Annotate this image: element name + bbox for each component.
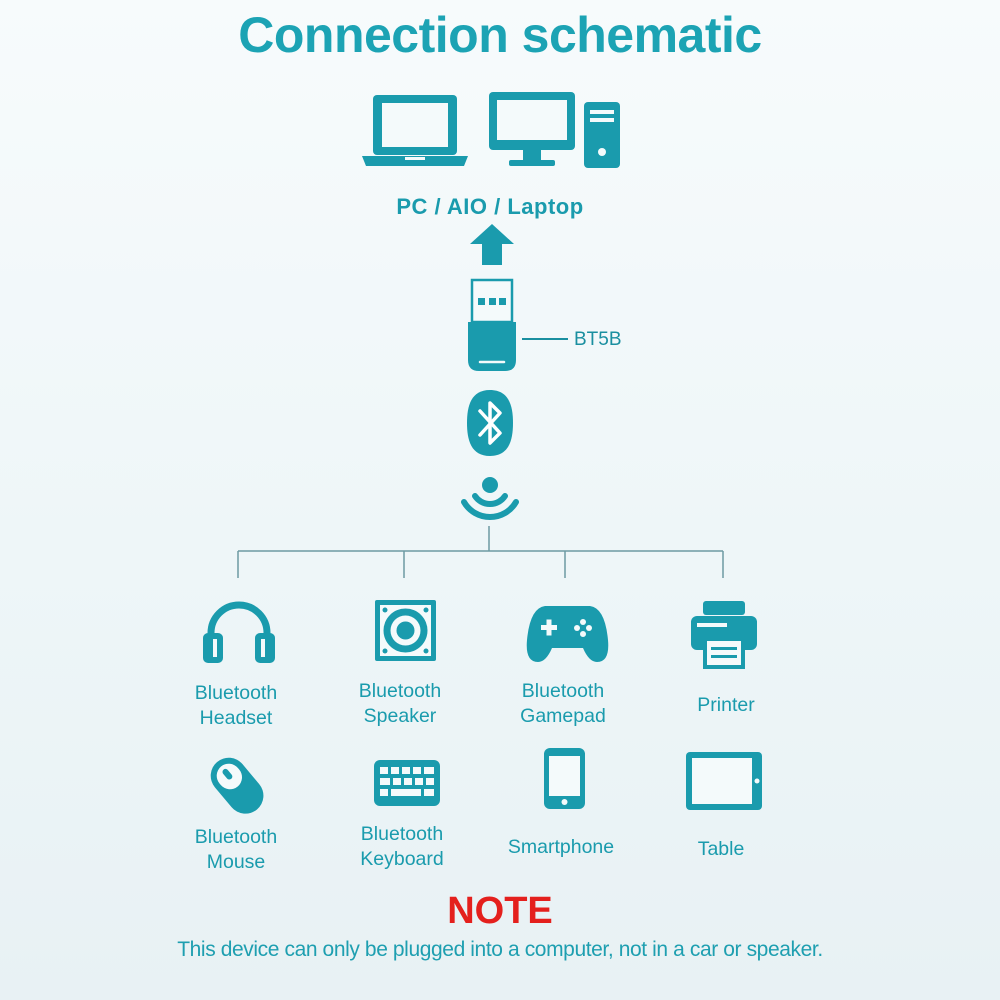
device-label-gamepad: Bluetooth Gamepad	[520, 680, 606, 727]
desktop-monitor-icon	[489, 92, 575, 166]
note-heading: NOTE	[447, 890, 553, 932]
device-label-printer: Printer	[697, 694, 755, 716]
pc-tower-icon	[584, 102, 620, 168]
branch-connector	[237, 526, 724, 578]
usb-dongle-icon	[468, 278, 516, 371]
callout-line	[522, 338, 568, 340]
device-label-speaker: Bluetooth Speaker	[358, 680, 442, 727]
adapter-label: BT5B	[574, 329, 622, 350]
gamepad-icon	[526, 606, 609, 662]
device-label-headset: Bluetooth Headset	[194, 682, 278, 729]
speaker-icon	[375, 600, 436, 661]
up-arrow-icon	[470, 224, 514, 265]
wireless-signal-icon	[461, 477, 519, 521]
headset-icon	[203, 601, 275, 663]
device-label-tablet: Table	[697, 838, 745, 860]
device-label-mouse: Bluetooth Mouse	[194, 826, 278, 873]
host-label: PC / AIO / Laptop	[396, 194, 584, 219]
device-label-smartphone: Smartphone	[507, 836, 615, 858]
device-label-keyboard: Bluetooth Keyboard	[360, 823, 444, 870]
printer-icon	[691, 601, 757, 669]
page-title: Connection schematic	[238, 7, 762, 63]
note-text: This device can only be plugged into a c…	[177, 938, 823, 961]
mouse-icon	[210, 757, 264, 814]
tablet-icon	[686, 752, 762, 810]
bluetooth-icon	[467, 390, 513, 456]
keyboard-icon	[374, 760, 440, 806]
laptop-icon	[362, 95, 468, 166]
smartphone-icon	[544, 748, 585, 809]
